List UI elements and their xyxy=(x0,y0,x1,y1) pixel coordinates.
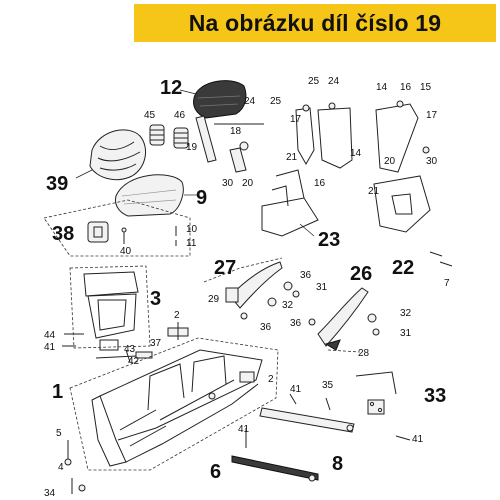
callout-14b: 14 xyxy=(350,148,362,159)
part-number-banner: Na obrázku díl číslo 19 xyxy=(134,4,496,42)
callout-30a: 30 xyxy=(222,178,234,189)
callout-44: 44 xyxy=(44,330,56,341)
callout-21a: 21 xyxy=(286,152,298,163)
callout-21b: 21 xyxy=(368,186,380,197)
spring-parts xyxy=(149,124,189,149)
callout-16b: 16 xyxy=(314,178,326,189)
link-rod-part xyxy=(195,115,264,173)
callout-23: 23 xyxy=(318,229,340,251)
callout-34: 34 xyxy=(44,488,56,499)
callout-10: 10 xyxy=(186,224,198,235)
callout-36a: 36 xyxy=(300,270,312,281)
callout-41c: 41 xyxy=(238,424,250,435)
callout-5: 5 xyxy=(56,428,62,439)
callout-31b: 31 xyxy=(400,328,412,339)
callout-25b: 25 xyxy=(270,96,282,107)
callout-27: 27 xyxy=(214,257,236,279)
crossbar-part-8 xyxy=(259,393,355,433)
callout-45: 45 xyxy=(144,110,156,121)
callout-46: 46 xyxy=(174,110,186,121)
callout-33: 33 xyxy=(424,385,446,407)
callout-40: 40 xyxy=(120,246,132,257)
cover-part-39 xyxy=(75,129,147,181)
callout-20a: 20 xyxy=(242,178,254,189)
bracket-part-22 xyxy=(373,100,453,267)
callout-30b: 30 xyxy=(426,156,438,167)
callout-8: 8 xyxy=(332,453,343,475)
callout-20b: 20 xyxy=(384,156,396,167)
callout-14a: 14 xyxy=(376,82,388,93)
callout-15: 15 xyxy=(420,82,432,93)
callout-36c: 36 xyxy=(290,318,302,329)
callout-24a: 24 xyxy=(328,76,340,87)
callout-22: 22 xyxy=(392,257,414,279)
callout-42: 42 xyxy=(128,356,140,367)
callout-35: 35 xyxy=(322,380,334,391)
side-panel-26 xyxy=(308,287,380,353)
callout-41a: 41 xyxy=(44,342,56,353)
seat-part xyxy=(179,80,247,119)
callout-7: 7 xyxy=(444,278,450,289)
callout-29: 29 xyxy=(208,294,220,305)
fastener-parts xyxy=(62,333,86,494)
callout-26: 26 xyxy=(350,263,372,285)
callout-2b: 2 xyxy=(268,374,274,385)
callout-39: 39 xyxy=(46,173,68,195)
callout-1: 1 xyxy=(52,381,63,403)
bracket-part-23 xyxy=(261,102,353,237)
small-bracket-part xyxy=(135,322,189,359)
side-panel-27 xyxy=(203,257,300,320)
callout-6: 6 xyxy=(210,461,221,483)
callout-36b: 36 xyxy=(260,322,272,333)
callout-24b: 24 xyxy=(244,96,256,107)
battery-box-part xyxy=(69,265,151,363)
callout-17b: 17 xyxy=(426,110,438,121)
seat-pan-part xyxy=(115,174,198,217)
callout-11: 11 xyxy=(186,238,197,249)
callout-2a: 2 xyxy=(174,310,180,321)
banner-text: Na obrázku díl číslo 19 xyxy=(188,9,442,36)
callout-31a: 31 xyxy=(316,282,328,293)
callout-32a: 32 xyxy=(282,300,294,311)
bottom-strip-part-6 xyxy=(231,428,319,482)
lock-part-38 xyxy=(87,221,177,246)
callout-32b: 32 xyxy=(400,308,412,319)
main-frame-part xyxy=(69,337,279,471)
callout-17a: 17 xyxy=(290,114,302,125)
callout-25a: 25 xyxy=(308,76,320,87)
callout-43: 43 xyxy=(124,344,136,355)
callout-4: 4 xyxy=(58,462,64,473)
callout-28: 28 xyxy=(358,348,370,359)
bracket-part-33 xyxy=(355,371,411,441)
callout-9: 9 xyxy=(196,187,207,209)
callout-18: 18 xyxy=(230,126,242,137)
callout-37: 37 xyxy=(150,338,162,349)
callout-16: 16 xyxy=(400,82,412,93)
callout-41d: 41 xyxy=(412,434,424,445)
callout-3: 3 xyxy=(150,288,161,310)
callout-12: 12 xyxy=(160,77,182,99)
callout-38: 38 xyxy=(52,223,74,245)
callout-19: 19 xyxy=(186,142,198,153)
callout-41b: 41 xyxy=(290,384,302,395)
